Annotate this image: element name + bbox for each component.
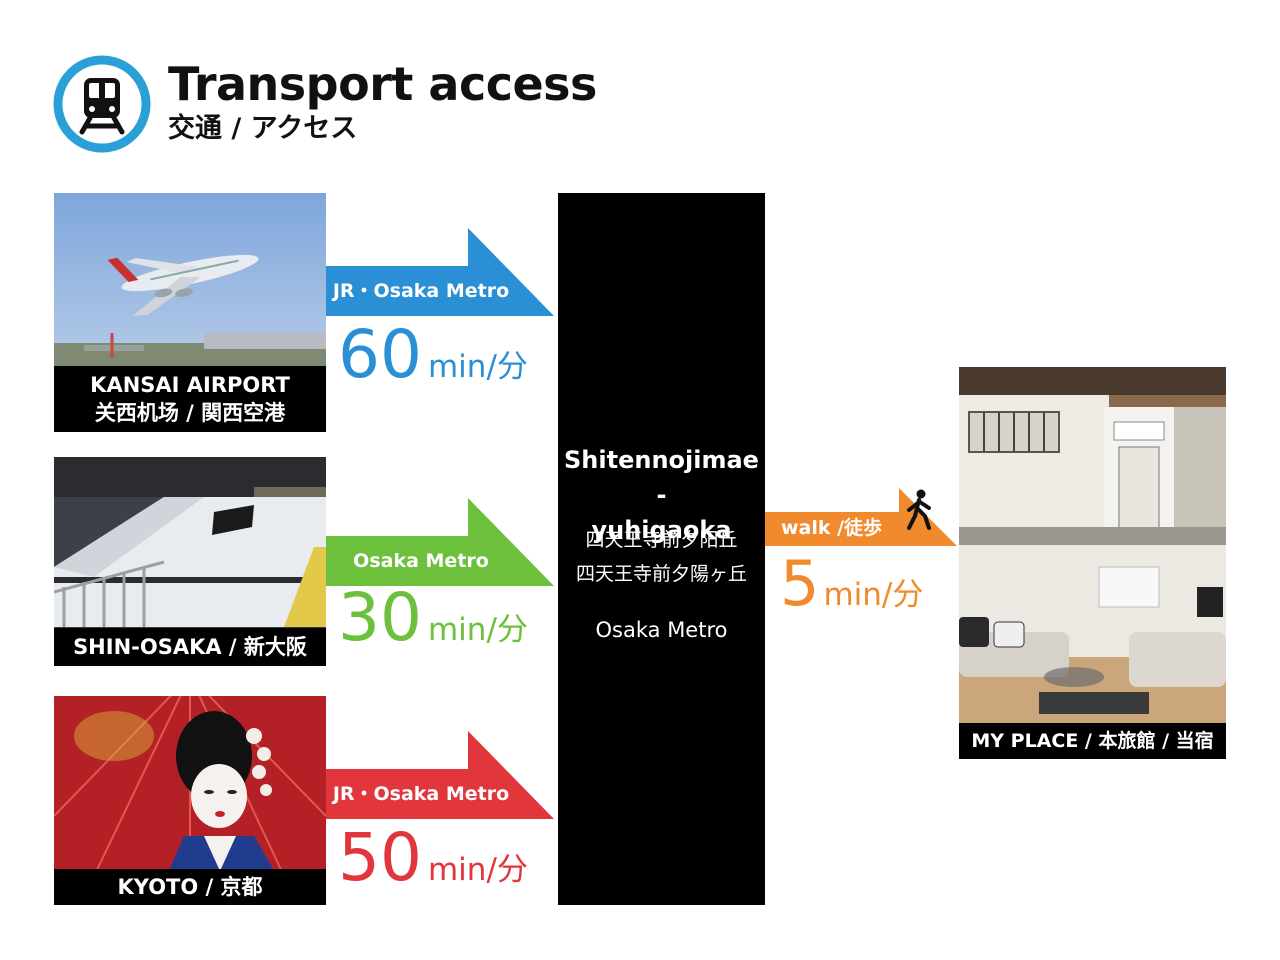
travel-time-value: 30 [338,579,422,656]
building-photo [959,367,1226,723]
route-line-label: Osaka Metro [353,550,489,572]
kyoto-card: KYOTO / 京都 [54,696,326,905]
route-arrow-kyoto: JR・Osaka Metro [326,731,558,821]
station-name-line2: yuhigaoka [591,516,732,544]
travel-time-unit: min/分 [427,852,528,888]
walk-arrow: walk /徒歩 [765,488,959,546]
travel-time-value: 60 [338,316,422,393]
shin-osaka-caption: SHIN-OSAKA / 新大阪 [73,635,307,659]
my-place-caption: MY PLACE / 本旅館 / 当宿 [959,723,1226,759]
page-subtitle: 交通 / アクセス [168,113,358,144]
station-line: Osaka Metro [595,618,728,642]
station-name-jp: 四天王寺前夕陽ヶ丘 [575,563,747,585]
route-line-label: JR・Osaka Metro [332,783,510,805]
route-line-label: JR・Osaka Metro [332,280,510,302]
kansai-airport-card: KANSAI AIRPORT 关西机场 / 関西空港 [54,193,326,432]
walk-time-unit: min/分 [823,577,924,613]
station-block: Shitennojimae - yuhigaoka 四天王寺前夕阳丘 四天王寺前… [558,193,765,905]
shin-osaka-card: SHIN-OSAKA / 新大阪 [54,457,326,666]
travel-time-unit: min/分 [427,349,528,385]
travel-time-value: 50 [338,819,422,896]
my-place-card: MY PLACE / 本旅館 / 当宿 [959,367,1226,759]
page-title: Transport access [168,57,597,111]
walk-label: walk /徒歩 [781,517,883,539]
kansai-caption-en: KANSAI AIRPORT [90,373,290,397]
travel-time-unit: min/分 [427,612,528,648]
route-arrow-kansai: JR・Osaka Metro [326,228,558,318]
train-icon [52,54,152,154]
kyoto-caption: KYOTO / 京都 [117,875,263,899]
airplane-photo [54,193,326,432]
walking-person-icon [907,489,931,530]
route-arrow-shin-osaka: Osaka Metro [326,498,558,588]
station-name-cn: 四天王寺前夕阳丘 [585,529,738,551]
station-name-line1: Shitennojimae - [564,446,759,509]
kansai-caption-cjk: 关西机场 / 関西空港 [94,401,286,425]
walk-time-value: 5 [780,547,820,620]
